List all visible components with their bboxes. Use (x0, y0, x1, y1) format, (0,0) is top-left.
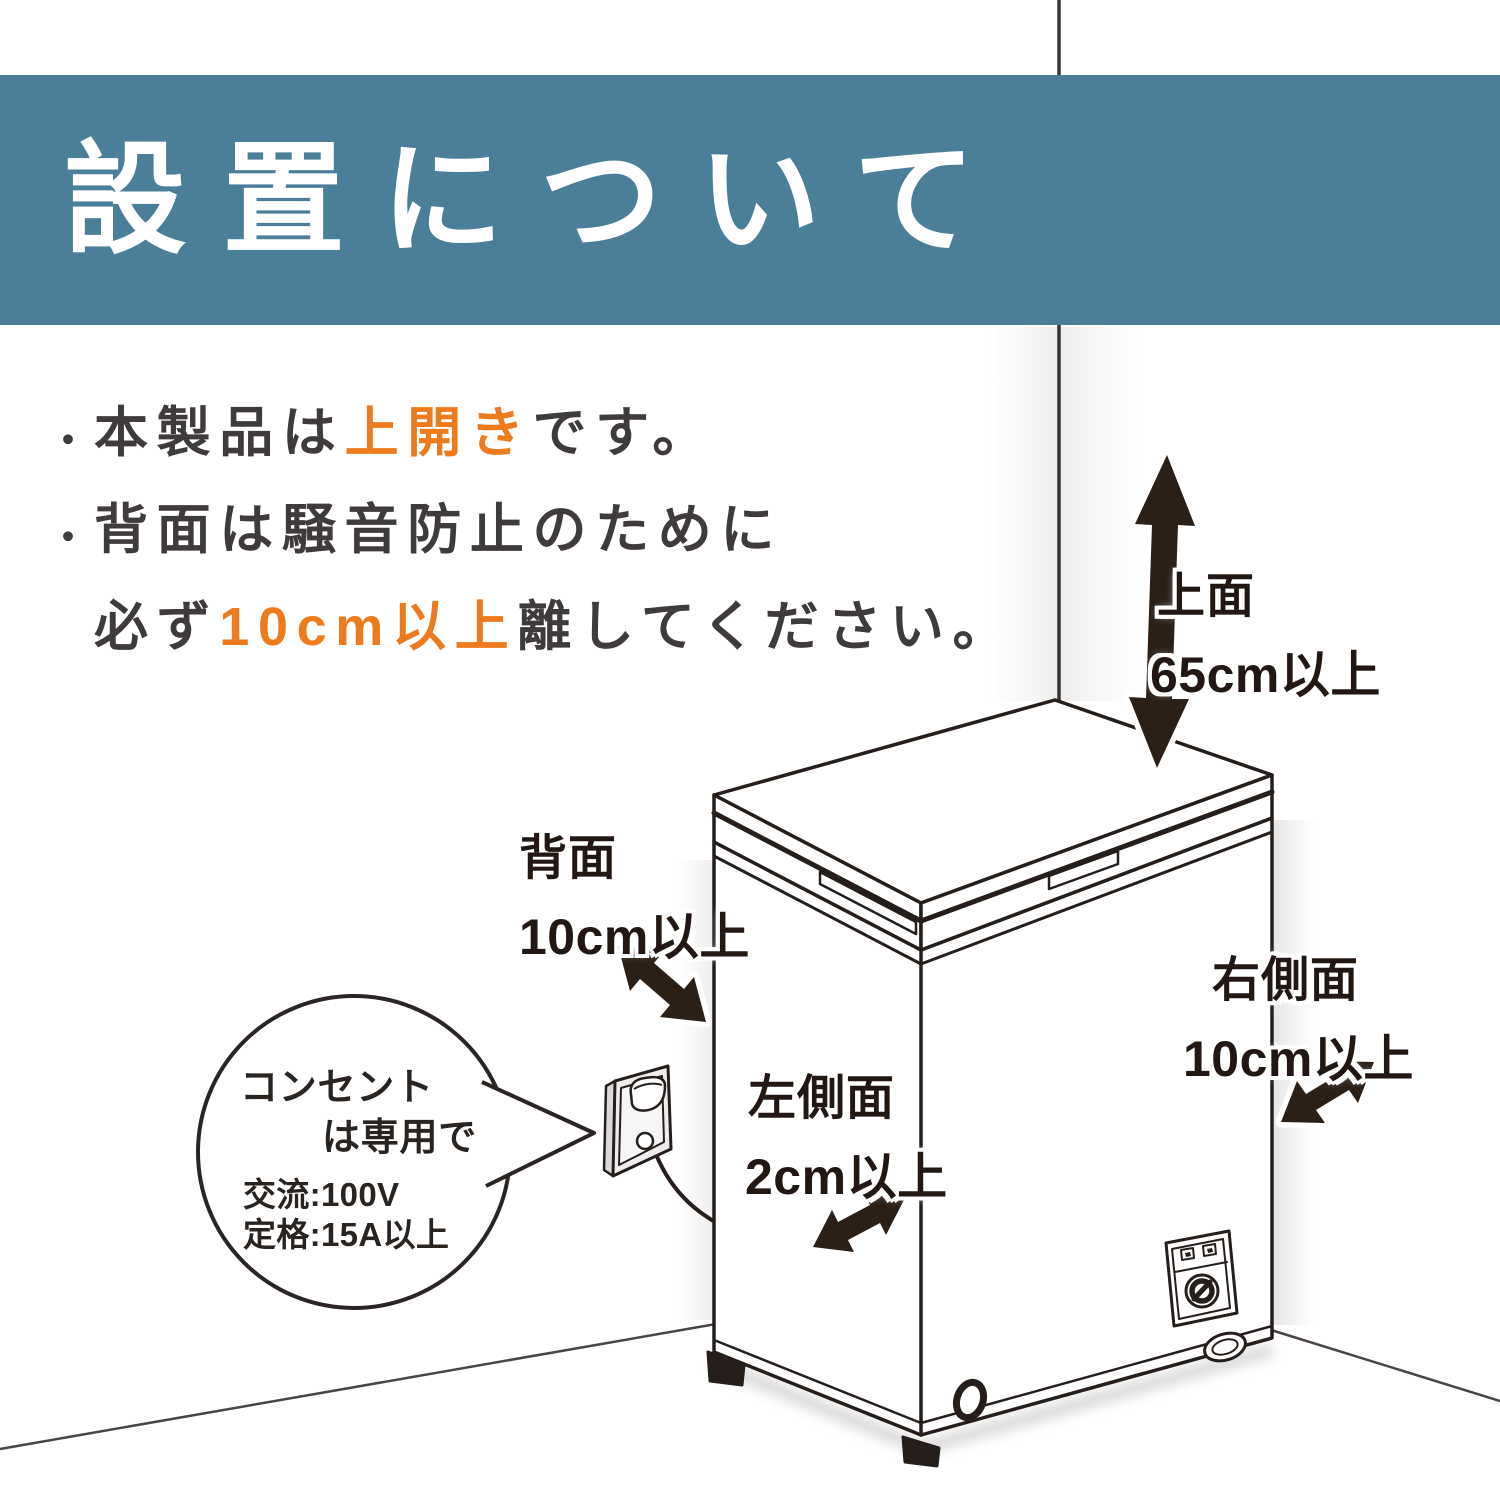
back-clearance-arrow (612, 940, 712, 1028)
clearance-label-back: 背面 10cm以上 (519, 832, 750, 965)
bullet-glyph: ・ (48, 515, 97, 560)
floor-line-right (1270, 1328, 1500, 1403)
lid-handle-left (818, 870, 918, 936)
left-wall-shading (987, 327, 1059, 701)
indicator-lamp-1 (1180, 1247, 1195, 1261)
outlet-lower-socket (635, 1131, 655, 1151)
balloon-pointer (481, 1080, 596, 1188)
right-clearance-arrow (1275, 1055, 1380, 1129)
clearance-label-top: 上面 65cm以上 (1150, 570, 1381, 703)
note-back-clearance-1: ・背面は騒音防止のために (48, 485, 783, 564)
left-clearance-arrow (807, 1187, 911, 1258)
header-band: 設置について (0, 75, 1500, 325)
indicator-lamp-2 (1202, 1243, 1217, 1257)
note-top-opening: ・本製品は上開きです。 (48, 388, 715, 467)
highlight-top-opening: 上開き (344, 403, 533, 463)
chest-freezer (706, 698, 1275, 1468)
control-panel (1164, 1229, 1239, 1328)
freezer-foot-front (901, 1435, 941, 1468)
right-wall-shading (1059, 327, 1143, 701)
freezer-foot-left (706, 1350, 746, 1387)
balloon-title-line2: は専用で (322, 1117, 478, 1159)
note-back-clearance-2: 必ず10cm以上離してください。 (94, 597, 1016, 657)
lid-handle-front (1047, 849, 1120, 891)
highlight-10cm: 10cm以上 (219, 597, 518, 657)
freezer-left-shading (676, 860, 716, 1320)
caster-wheel (1203, 1331, 1247, 1363)
floor-line-left (0, 1322, 717, 1451)
balloon-spec-rating: 定格:15A以上 (243, 1216, 450, 1253)
outlet-speech-balloon (196, 994, 596, 1310)
clearance-label-right: 右側面 10cm以上 (1183, 954, 1414, 1087)
clearance-label-left: 左側面 2cm以上 (745, 1072, 948, 1205)
freezer-lid (711, 698, 1275, 952)
top-clearance-arrow (1123, 449, 1201, 774)
panel-divider (1174, 1261, 1228, 1273)
balloon-title-line1: コンセント (240, 1067, 434, 1109)
freezer-edge-shading (1274, 820, 1316, 1325)
bullet-glyph: ・ (48, 418, 97, 463)
drain-plug (952, 1378, 988, 1422)
page-title: 設置について (64, 132, 1012, 268)
wall-outlet (602, 1064, 673, 1178)
balloon-spec-voltage: 交流:100V (243, 1176, 400, 1213)
